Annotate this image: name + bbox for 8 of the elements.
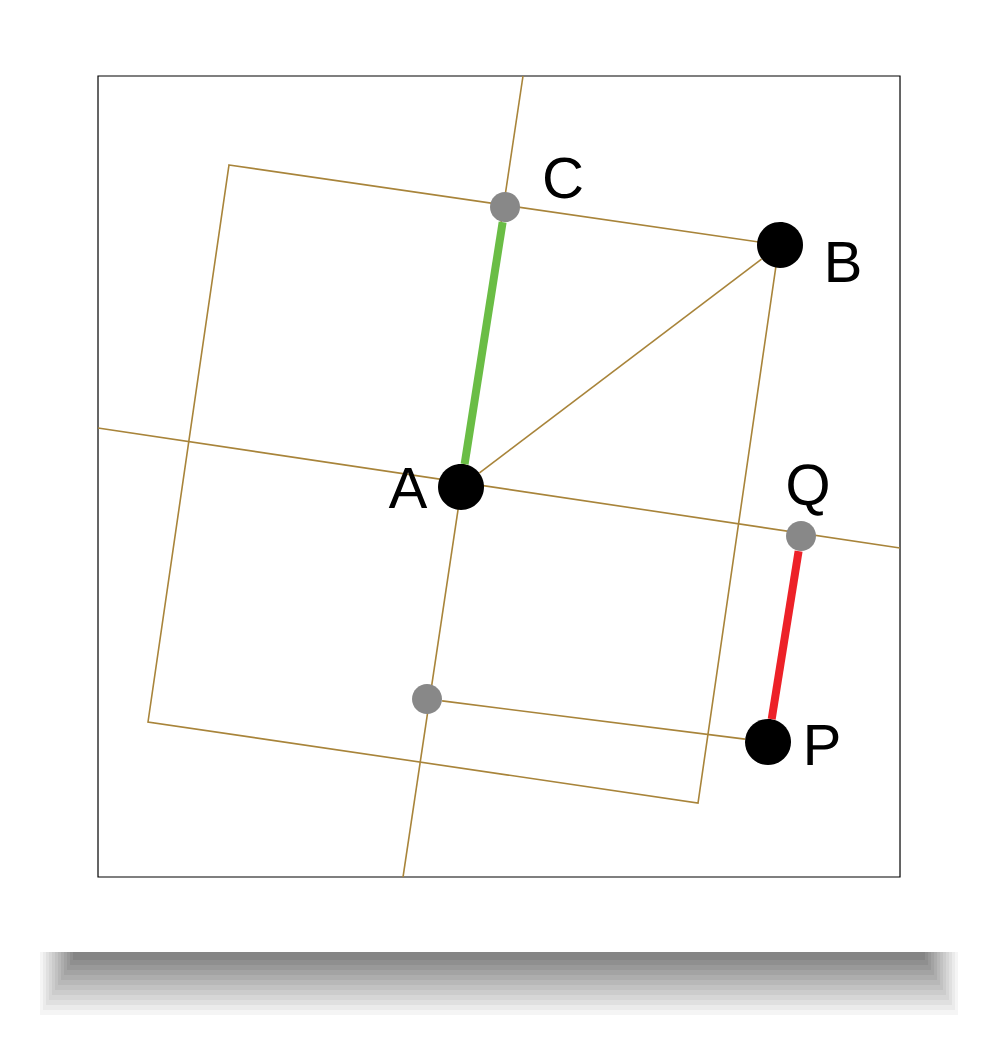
point-label: P — [807, 725, 839, 765]
point-label: A — [388, 468, 428, 508]
line — [478, 258, 763, 474]
point-label: C — [545, 157, 582, 199]
point-label: B — [828, 242, 860, 282]
point — [412, 684, 442, 714]
point-label: Q — [788, 464, 828, 516]
line — [441, 700, 746, 740]
